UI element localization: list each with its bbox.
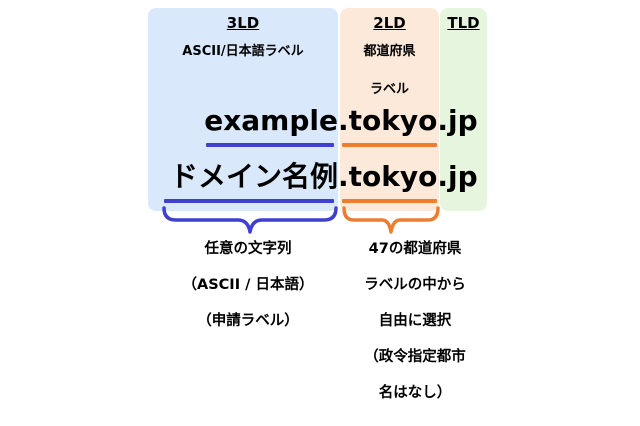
third-level-note-line3: （申請ラベル） (197, 313, 299, 329)
second-level-note-line1: 47の都道府県 (368, 241, 462, 257)
example-suffix-japanese: .tokyo.jp (338, 160, 478, 193)
example-suffix-ascii: .tokyo.jp (338, 104, 478, 137)
example-label-japanese: ドメイン名例 (169, 160, 338, 193)
second-level-note-line4: （政令指定都市 (364, 349, 466, 365)
third-level-subtitle: ASCII/日本語ラベル (182, 44, 304, 59)
second-level-brace (342, 206, 440, 234)
example-label-ascii: example (204, 104, 338, 137)
third-level-domain-zone (148, 8, 338, 211)
top-level-header: TLD (447, 14, 480, 32)
third-level-underline (164, 199, 334, 203)
second-level-note-line5: 名はなし） (378, 385, 452, 401)
second-level-note-line3: 自由に選択 (378, 313, 452, 329)
third-level-underline (206, 143, 334, 147)
third-level-brace (162, 206, 338, 234)
second-level-domain-zone (340, 8, 439, 211)
second-level-subtitle-line2: ラベル (369, 82, 409, 97)
second-level-note-line2: ラベルの中から (364, 277, 466, 293)
second-level-underline (342, 143, 437, 147)
third-level-note-line1: 任意の文字列 (204, 241, 292, 257)
second-level-header: 2LD (373, 14, 406, 32)
second-level-underline (342, 199, 437, 203)
third-level-note-line2: （ASCII / 日本語） (182, 277, 314, 293)
second-level-subtitle: 都道府県 (363, 44, 416, 59)
third-level-header: 3LD (226, 14, 260, 32)
top-level-domain-zone (440, 8, 487, 211)
